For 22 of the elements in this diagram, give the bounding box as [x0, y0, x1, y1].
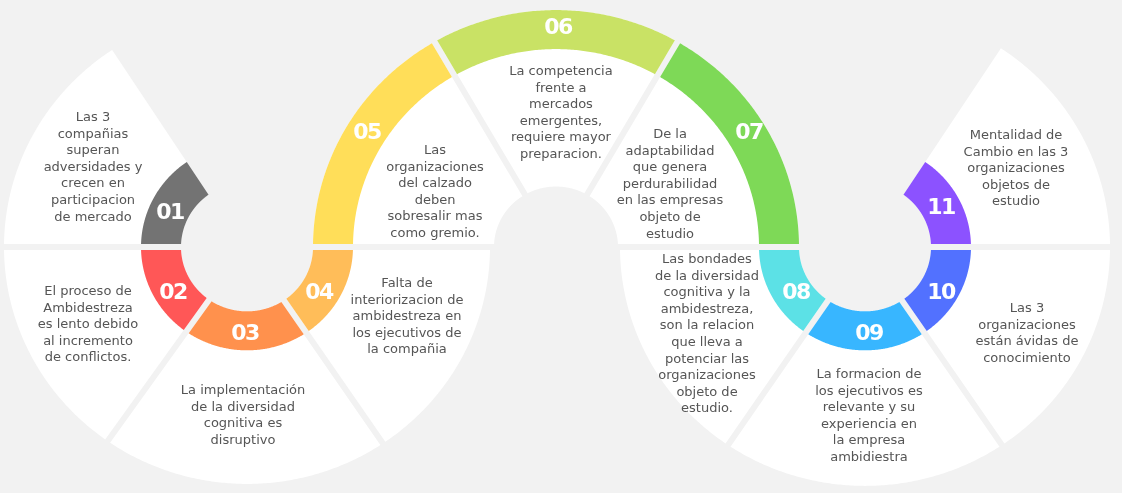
step-description: Las 3 compañias superan adversidades y crecen en participacion de mercado	[42, 109, 144, 226]
step-description: La formacion de los ejecutivos es relevante y su experiencia en la empresa ambidiestra	[814, 366, 924, 466]
step-description: Las 3 organizaciones están ávidas de conocimiento	[974, 300, 1080, 367]
step-number: 03	[231, 320, 259, 344]
step-description: La competencia frente a mercados emergentes, requiere mayor preparacion.	[508, 63, 614, 163]
step-description: El proceso de Ambidestreza es lento debido al incremento de conflictos.	[36, 283, 140, 366]
step-description: De la adaptabilidad que genera perdurabilidad en las empresas objeto de estudio	[615, 126, 725, 243]
step-number: 07	[735, 119, 763, 143]
step-description: Las organizaciones del calzado deben sobresalir mas como gremio.	[385, 142, 485, 242]
step-number: 06	[544, 14, 572, 38]
step-number: 10	[927, 279, 955, 303]
step-number: 08	[782, 279, 810, 303]
step-description: La implementación de la diversidad cognitiva es disruptivo	[179, 382, 307, 449]
step-description: Las bondades de la diversidad cognitiva y la ambidestreza, son la relacion que lleva a potenciar las organizaciones objeto de estudio.	[654, 251, 760, 417]
step-description: Falta de interiorizacion de ambidestreza en los ejecutivos de la compañia	[349, 275, 465, 358]
step-number: 04	[305, 279, 333, 303]
step-number: 11	[927, 194, 955, 218]
step-number: 09	[855, 320, 883, 344]
step-number: 02	[159, 279, 187, 303]
step-number: 01	[156, 199, 184, 223]
step-number: 05	[353, 119, 381, 143]
step-description: Mentalidad de Cambio en las 3 organizaciones objetos de estudio	[962, 127, 1070, 210]
